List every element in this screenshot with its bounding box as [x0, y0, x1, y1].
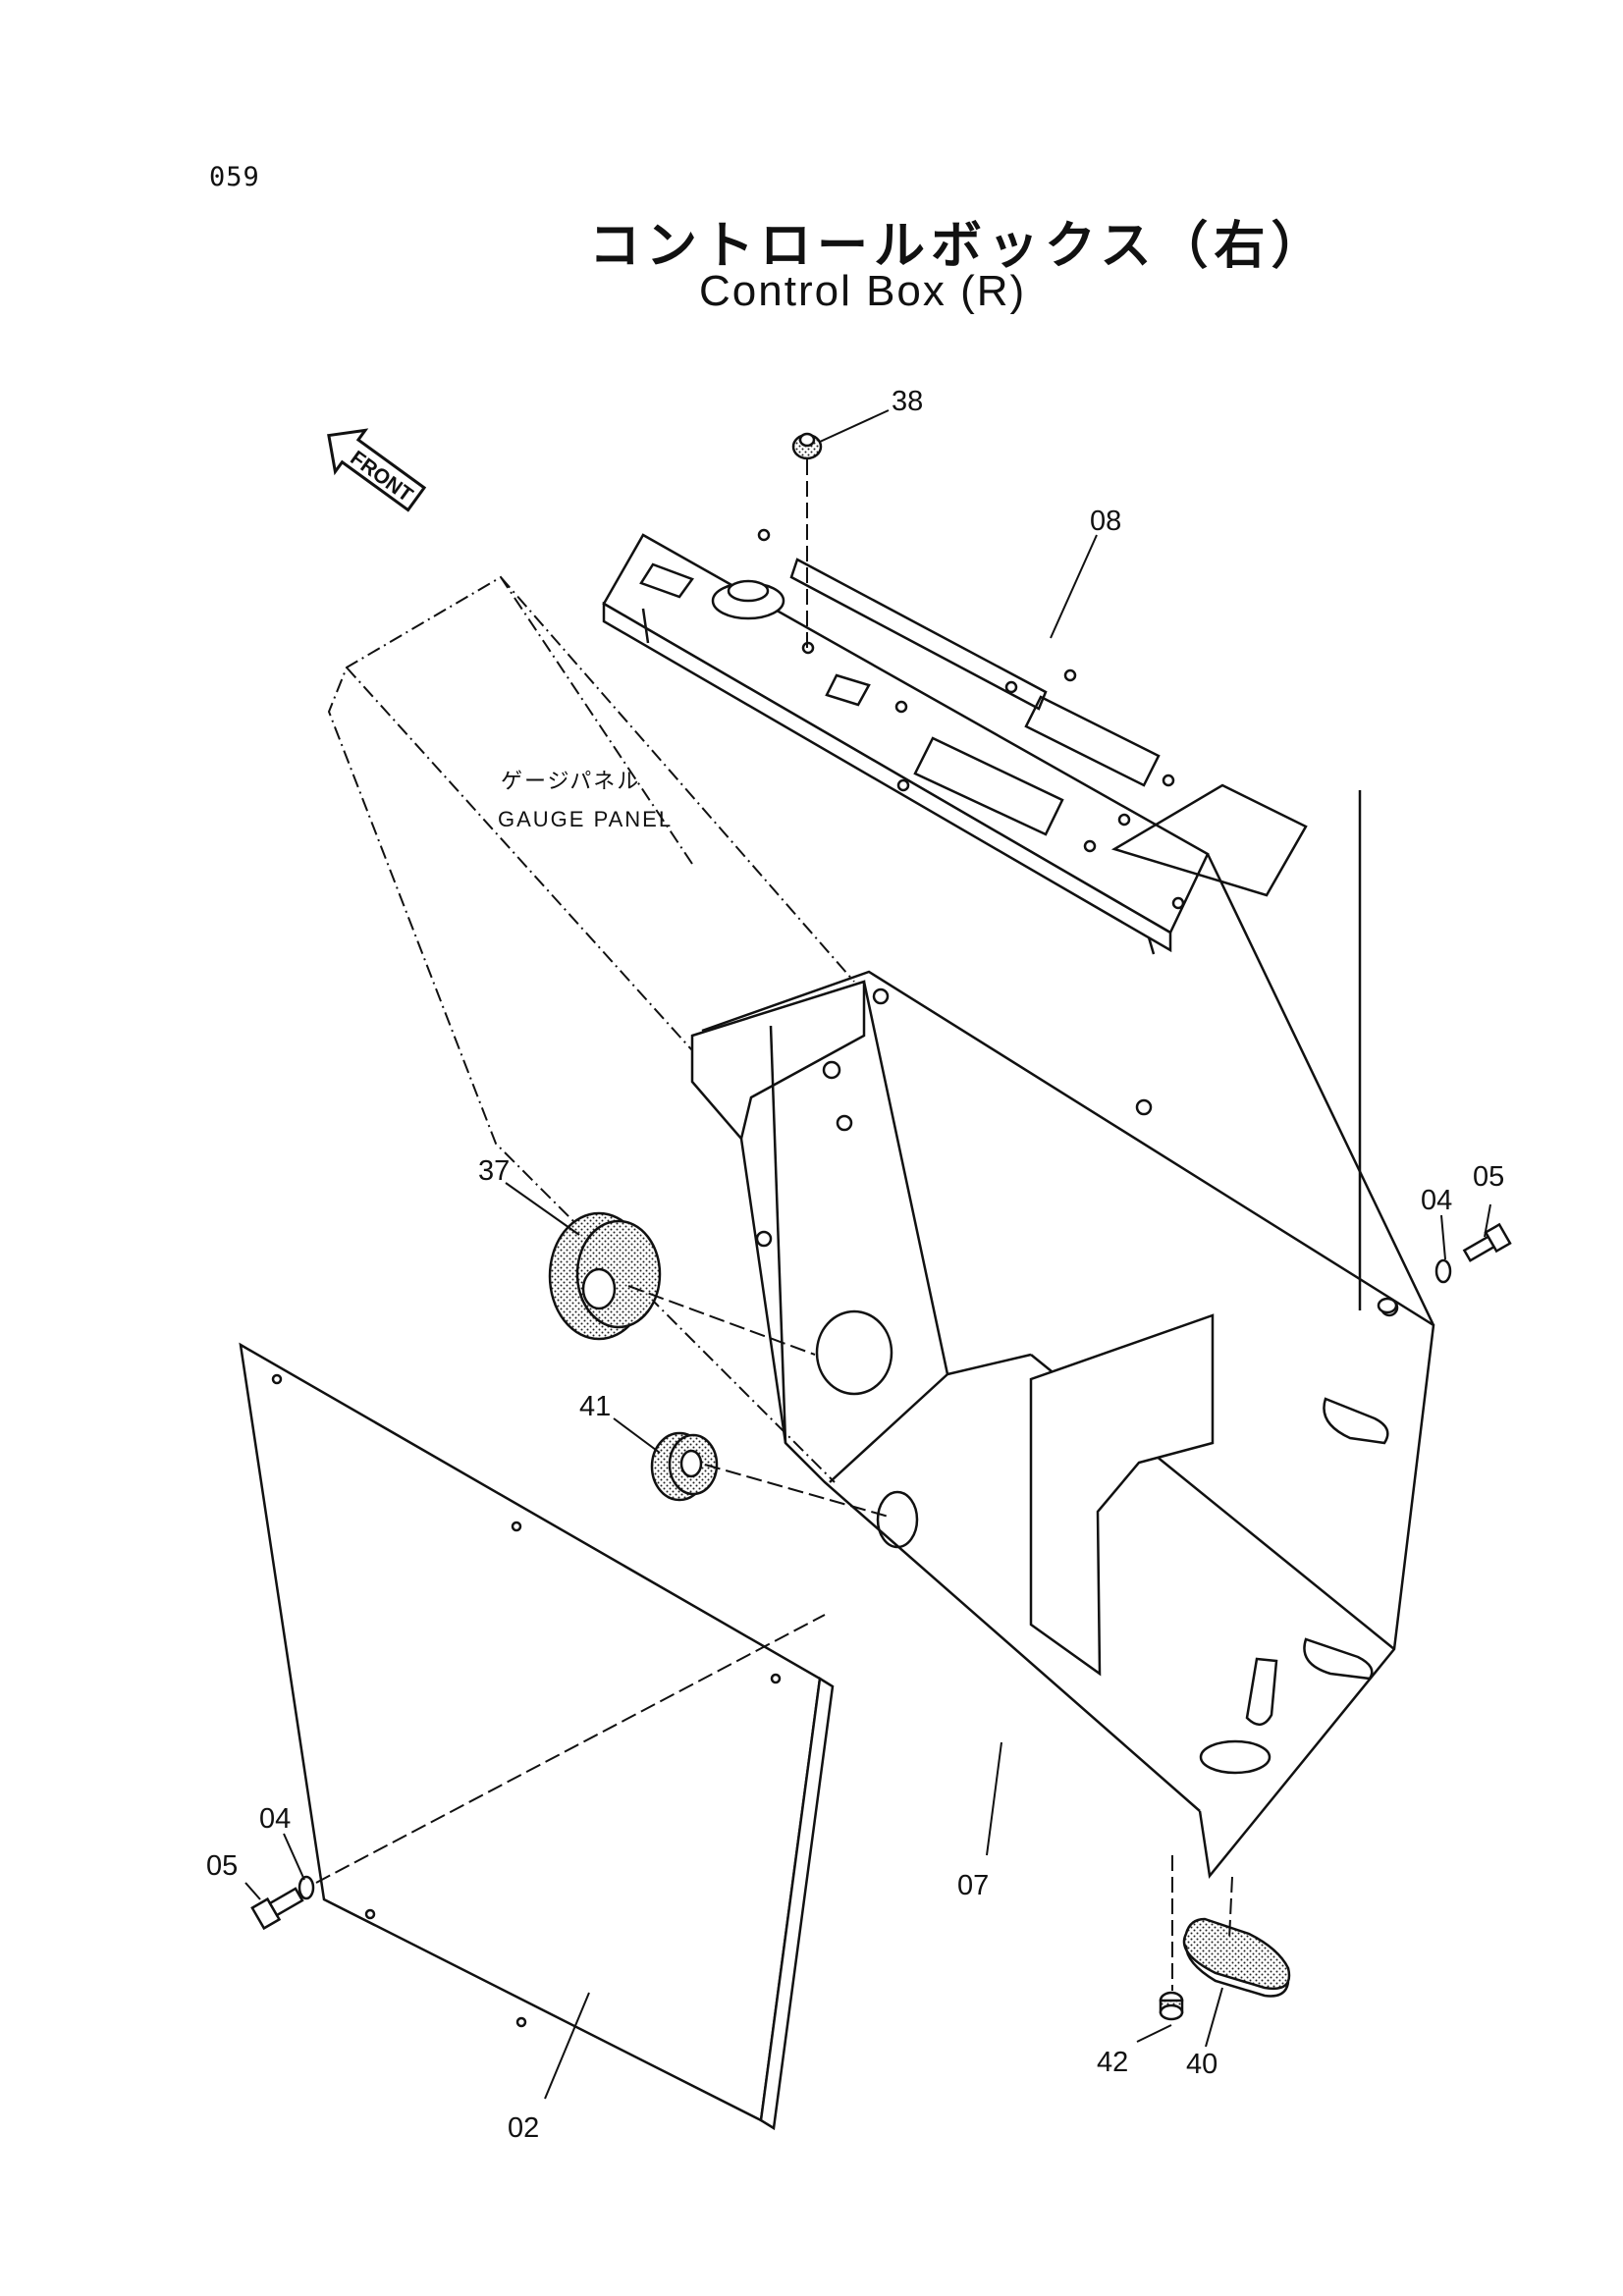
assembly-lines — [315, 459, 1233, 1991]
callout-04-left: 04 — [259, 1803, 291, 1835]
callout-04-right: 04 — [1421, 1185, 1452, 1216]
nut-icon — [1159, 1991, 1184, 2021]
side-cover-panel — [239, 1342, 835, 2131]
washer-right-icon — [1434, 1258, 1452, 1284]
bolt-right-icon — [1462, 1222, 1512, 1262]
cap-grommet-icon — [791, 432, 823, 460]
callout-05-right: 05 — [1473, 1161, 1504, 1193]
gauge-panel-outline — [327, 575, 855, 1483]
top-cover-plate — [602, 528, 1308, 955]
callout-37: 37 — [478, 1155, 510, 1187]
callout-07: 07 — [957, 1870, 989, 1901]
nut-box-right-icon — [1377, 1297, 1398, 1314]
front-arrow-icon: FRONT — [327, 428, 427, 512]
title-english: Control Box (R) — [699, 267, 1027, 315]
callout-42: 42 — [1097, 2047, 1128, 2078]
callout-08: 08 — [1090, 506, 1121, 537]
gauge-panel-label-jp: ゲージパネル — [501, 769, 640, 793]
grommet-large-icon — [548, 1211, 662, 1341]
gauge-panel-label-en: GAUGE PANEL — [498, 807, 673, 831]
callout-05-left: 05 — [206, 1850, 238, 1882]
page-number: 059 — [209, 162, 260, 192]
washer-left-icon — [298, 1875, 315, 1900]
callout-38: 38 — [892, 386, 923, 417]
callout-41: 41 — [579, 1391, 611, 1422]
title-japanese: コントロールボックス（右） — [589, 217, 1328, 276]
callout-02: 02 — [508, 2112, 539, 2144]
callout-40: 40 — [1186, 2049, 1217, 2080]
bolt-left-icon — [250, 1887, 304, 1931]
control-box-body — [690, 790, 1435, 1879]
rubber-pad-icon — [1182, 1917, 1291, 1998]
leader-lines — [244, 409, 1491, 2100]
grommet-small-icon — [650, 1431, 719, 1502]
